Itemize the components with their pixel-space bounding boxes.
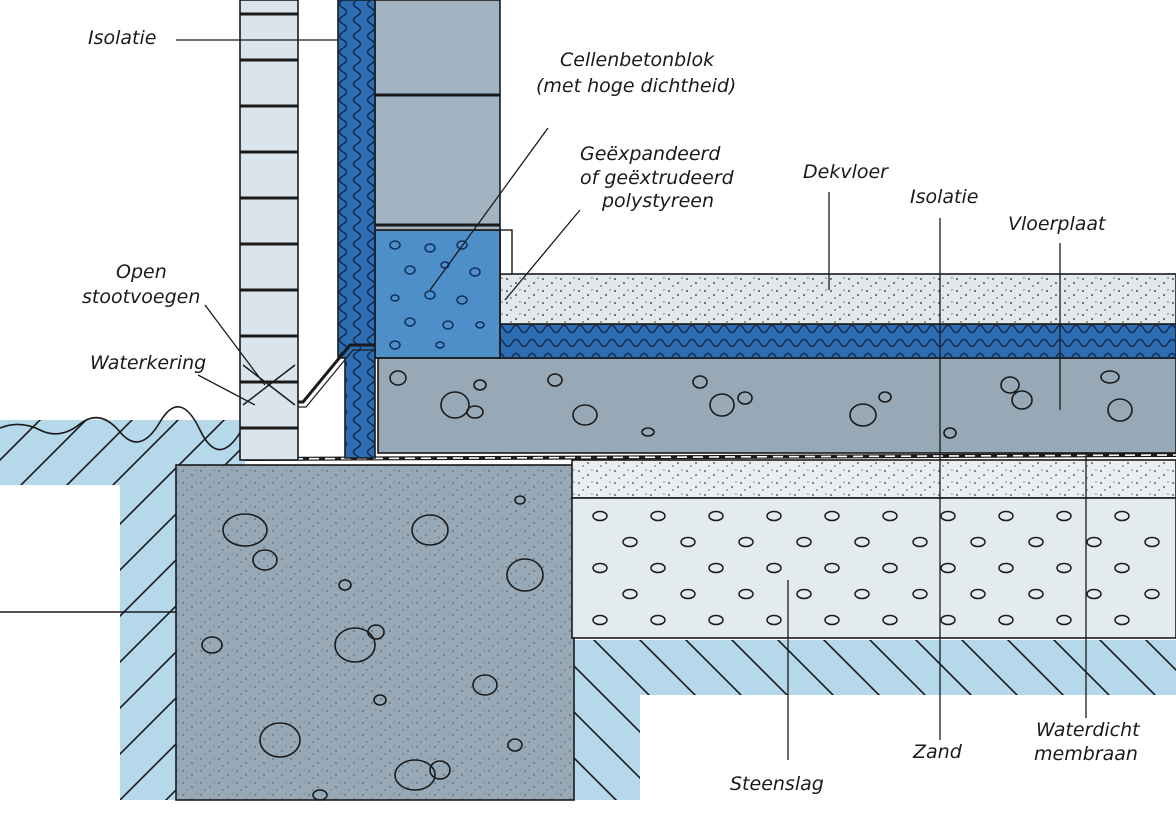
gravel-pebble xyxy=(796,536,812,548)
label-open-line2: stootvoegen xyxy=(82,286,200,308)
gravel-pebble xyxy=(998,562,1014,574)
gravel-pebble xyxy=(592,510,608,522)
gravel-pebble xyxy=(650,510,666,522)
gravel-pebble xyxy=(1056,614,1072,626)
gravel-pebble xyxy=(1114,510,1130,522)
gravel-pebble xyxy=(970,536,986,548)
inner-wall-blocks xyxy=(374,0,501,231)
foundation-footing xyxy=(175,464,575,801)
gravel-pebble xyxy=(622,588,638,600)
gravel-pebble xyxy=(882,614,898,626)
gravel-pebble xyxy=(650,614,666,626)
gravel-pebble xyxy=(738,536,754,548)
gravel-pebble xyxy=(766,614,782,626)
gravel-pebble xyxy=(1056,510,1072,522)
ground-soil-right xyxy=(572,640,1176,800)
gravel-pebble xyxy=(824,510,840,522)
label-isolatie-floor: Isolatie xyxy=(910,186,978,208)
label-dekvloer: Dekvloer xyxy=(803,161,889,183)
label-waterdicht-line1: Waterdicht xyxy=(1036,719,1141,741)
gravel-pebble xyxy=(1114,562,1130,574)
cavity-insulation xyxy=(337,0,376,459)
floor-insulation xyxy=(499,323,1176,359)
gravel-pebble xyxy=(912,588,928,600)
label-waterkering: Waterkering xyxy=(90,352,206,374)
gravel-pebble xyxy=(592,614,608,626)
sand-layer xyxy=(571,459,1176,499)
gravel-pebble xyxy=(708,510,724,522)
label-vloerplaat: Vloerplaat xyxy=(1008,213,1107,235)
gravel-pebble xyxy=(1028,536,1044,548)
gravel-pebble xyxy=(912,536,928,548)
outer-brick-wall xyxy=(239,0,299,461)
gravel-pebble xyxy=(796,588,812,600)
gravel-pebble xyxy=(882,562,898,574)
gravel-pebble xyxy=(854,536,870,548)
gravel-pebble xyxy=(622,536,638,548)
gravel-pebble xyxy=(940,510,956,522)
gravel-pebble xyxy=(592,562,608,574)
gravel-pebble xyxy=(1144,536,1160,548)
screed-layer xyxy=(499,273,1176,325)
label-waterdicht-line2: membraan xyxy=(1034,743,1138,765)
gravel-layer xyxy=(571,497,1176,639)
gravel-pebble xyxy=(970,588,986,600)
label-steenslag: Steenslag xyxy=(730,773,824,795)
gravel-pebble xyxy=(854,588,870,600)
gravel-pebble xyxy=(1144,588,1160,600)
gravel-pebble xyxy=(738,588,754,600)
gravel-pebble xyxy=(940,614,956,626)
waterproof-membrane xyxy=(244,453,1176,461)
gravel-pebble xyxy=(680,536,696,548)
leader-lines xyxy=(176,39,1087,760)
gravel-pebble xyxy=(766,510,782,522)
label-isolatie-wall: Isolatie xyxy=(88,27,156,49)
gravel-pebble xyxy=(998,510,1014,522)
ground-soil-left xyxy=(0,406,246,800)
floor-slab xyxy=(377,357,1176,454)
label-polystyreen-line2: of geëxtrudeerd xyxy=(580,167,735,189)
label-polystyreen-line1: Geëxpandeerd xyxy=(580,143,721,165)
gravel-pebble xyxy=(940,562,956,574)
gravel-pebble xyxy=(1086,536,1102,548)
gravel-pebble xyxy=(1056,562,1072,574)
gravel-pebble xyxy=(1114,614,1130,626)
gravel-pebble xyxy=(650,562,666,574)
gravel-pebble xyxy=(708,614,724,626)
label-cellenbeton-line2: (met hoge dichtheid) xyxy=(536,75,736,97)
gravel-pebble xyxy=(680,588,696,600)
gravel-pebble xyxy=(1086,588,1102,600)
gravel-pebble xyxy=(1028,588,1044,600)
gravel-pebble xyxy=(882,510,898,522)
aerated-concrete-block xyxy=(374,229,501,359)
gravel-pebble xyxy=(708,562,724,574)
label-zand: Zand xyxy=(912,741,963,763)
gravel-pebble xyxy=(824,614,840,626)
label-open-line1: Open xyxy=(116,261,167,283)
label-polystyreen-line3: polystyreen xyxy=(601,190,714,212)
gravel-pebble xyxy=(824,562,840,574)
edge-polystyrene-strip xyxy=(499,229,513,275)
gravel-pebble xyxy=(998,614,1014,626)
label-cellenbeton-line1: Cellenbetonblok xyxy=(560,49,715,71)
gravel-pebble xyxy=(766,562,782,574)
